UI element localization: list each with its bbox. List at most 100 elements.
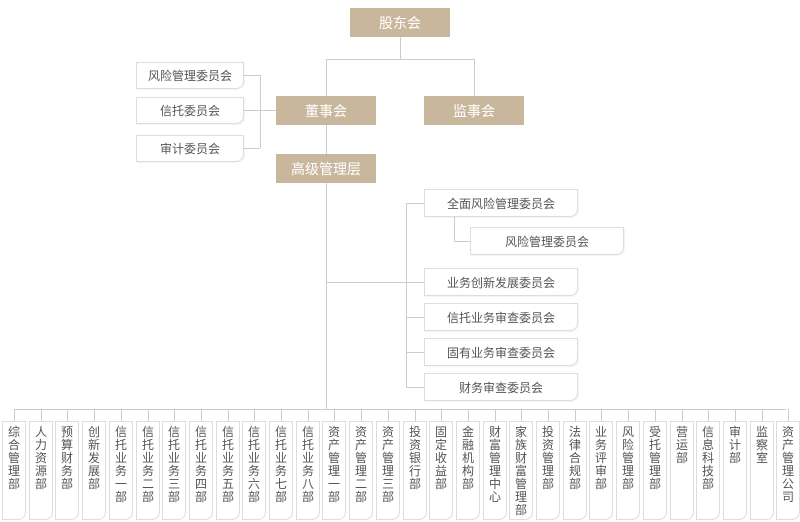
connector-line [260,75,261,148]
proprietary-business-review-committee: 固有业务审查委员会 [424,338,578,366]
connector-line [308,409,309,421]
board-risk-committee: 风险管理委员会 [136,62,244,89]
department-label: 业务评审部 [595,425,608,491]
connector-line [682,409,683,421]
department-box: 信息科技部 [696,421,720,520]
connector-line [406,387,424,388]
risk-management-committee: 风险管理委员会 [470,227,624,255]
department-label: 信托业务四部 [195,425,208,504]
department-box: 法律合规部 [563,421,587,520]
connector-line [388,409,389,421]
department-label: 资产管理三部 [382,425,395,504]
department-box: 受托管理部 [643,421,667,520]
connector-line [454,217,455,241]
connector-line [148,409,149,421]
department-box: 资产管理一部 [322,421,346,520]
department-box: 固定收益部 [429,421,453,520]
connector-line [406,203,424,204]
trust-committee: 信托委员会 [136,97,244,124]
department-box: 投资管理部 [536,421,560,520]
board-of-supervisors-box: 监事会 [424,96,524,125]
connector-line [474,59,475,96]
trust-business-review-committee: 信托业务审查委员会 [424,303,578,331]
department-box: 资产管理二部 [349,421,373,520]
department-box: 信托业务八部 [296,421,320,520]
department-box: 信托业务七部 [269,421,293,520]
department-box: 创新发展部 [82,421,106,520]
department-box: 风险管理部 [616,421,640,520]
department-label: 创新发展部 [88,425,101,491]
connector-line [495,409,496,421]
connector-line [254,409,255,421]
department-box: 综合管理部 [2,421,26,520]
connector-line [244,148,260,149]
connector-line [406,282,424,283]
department-label: 信息科技部 [702,425,715,491]
department-label: 受托管理部 [649,425,662,491]
connector-line [468,409,469,421]
department-label: 综合管理部 [8,425,21,491]
department-label: 风险管理部 [622,425,635,491]
connector-line [708,409,709,421]
connector-line [14,409,15,421]
department-label: 投资银行部 [409,425,422,491]
department-label: 预算财务部 [61,425,74,491]
department-box: 信托业务四部 [189,421,213,520]
connector-line [41,409,42,421]
connector-line [228,409,229,421]
connector-line [121,409,122,421]
department-label: 营运部 [676,425,689,465]
connector-line [575,409,576,421]
connector-line [326,282,406,283]
connector-line [67,409,68,421]
department-label: 信托业务八部 [302,425,315,504]
connector-line [201,409,202,421]
department-box: 资产管理三部 [376,421,400,520]
connector-line [521,409,522,421]
connector-line [94,409,95,421]
department-label: 信托业务一部 [115,425,128,504]
department-label: 法律合规部 [569,425,582,491]
department-label: 固定收益部 [435,425,448,491]
connector-line [326,59,327,409]
department-label: 家族财富管理部 [515,425,528,517]
department-label: 资产管理二部 [355,425,368,504]
department-box: 家族财富管理部 [509,421,533,520]
connector-line [174,409,175,421]
department-box: 信托业务五部 [216,421,240,520]
connector-line [735,409,736,421]
connector-line [326,59,474,60]
department-label: 信托业务二部 [142,425,155,504]
department-label: 金融机构部 [462,425,475,491]
connector-line [548,409,549,421]
department-box: 财富管理中心 [483,421,507,520]
department-box: 信托业务二部 [136,421,160,520]
department-label: 信托业务三部 [168,425,181,504]
department-box: 营运部 [670,421,694,520]
board-of-directors-box: 董事会 [276,96,376,125]
business-innovation-committee: 业务创新发展委员会 [424,268,578,296]
connector-line [441,409,442,421]
department-label: 财富管理中心 [489,425,502,504]
department-box: 投资银行部 [403,421,427,520]
department-box: 审计部 [723,421,747,520]
audit-committee: 审计委员会 [136,135,244,162]
department-label: 审计部 [729,425,742,465]
connector-line [655,409,656,421]
connector-line [244,75,260,76]
department-box: 监察室 [750,421,774,520]
connector-line [628,409,629,421]
department-label: 投资管理部 [542,425,555,491]
department-label: 人力资源部 [35,425,48,491]
department-box: 信托业务六部 [242,421,266,520]
department-label: 资产管理公司 [782,425,795,504]
shareholders-meeting-box: 股东会 [350,8,450,37]
department-box: 预算财务部 [55,421,79,520]
department-label: 监察室 [756,425,769,465]
connector-line [415,409,416,421]
department-box: 金融机构部 [456,421,480,520]
department-box: 资产管理公司 [776,421,800,520]
department-box: 业务评审部 [589,421,613,520]
senior-management-box: 高级管理层 [276,154,376,183]
